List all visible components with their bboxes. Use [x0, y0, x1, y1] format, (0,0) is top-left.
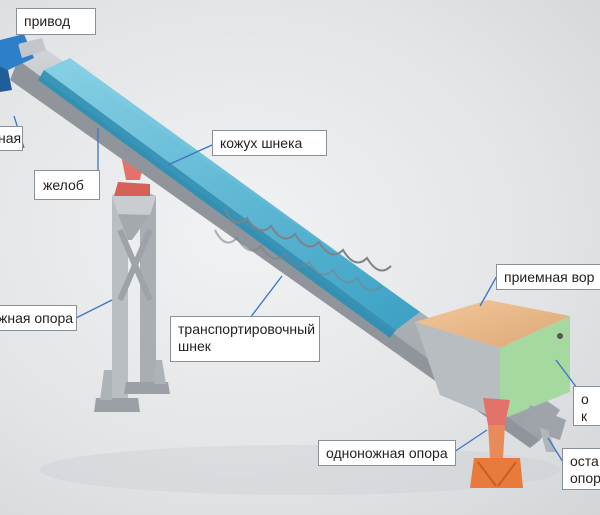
- label-receiving-funnel: приемная вор: [496, 264, 600, 290]
- label-two-leg-support: жная опора: [0, 305, 77, 331]
- label-stop-support: оста опор: [562, 448, 600, 490]
- funnel-indicator: [557, 333, 563, 339]
- label-transport-screw: транспортировочный шнек: [170, 316, 320, 362]
- leader-single-leg-support: [453, 429, 488, 453]
- stop-support: [540, 428, 556, 452]
- two-leg-support-base: [114, 182, 150, 196]
- leader-transport-screw: [249, 275, 283, 319]
- leader-receiving-funnel: [479, 273, 499, 307]
- leader-screw-casing: [167, 144, 213, 166]
- label-screw-casing: кожух шнека: [212, 130, 327, 156]
- single-leg-support: [470, 398, 523, 488]
- outlet-end: [522, 405, 566, 440]
- two-leg-support: [94, 190, 170, 412]
- label-right-partial: о к: [573, 386, 600, 426]
- drive: [0, 34, 46, 92]
- screw-casing: [38, 58, 420, 338]
- label-single-leg-support: одноножная опора: [318, 440, 456, 466]
- receiving-funnel: [415, 300, 570, 420]
- label-drive-partial: ная: [0, 126, 23, 151]
- transport-screw: [214, 209, 392, 292]
- label-trough: желоб: [34, 170, 100, 200]
- leader-two-leg-support: [75, 299, 113, 319]
- label-drive: привод: [16, 8, 96, 35]
